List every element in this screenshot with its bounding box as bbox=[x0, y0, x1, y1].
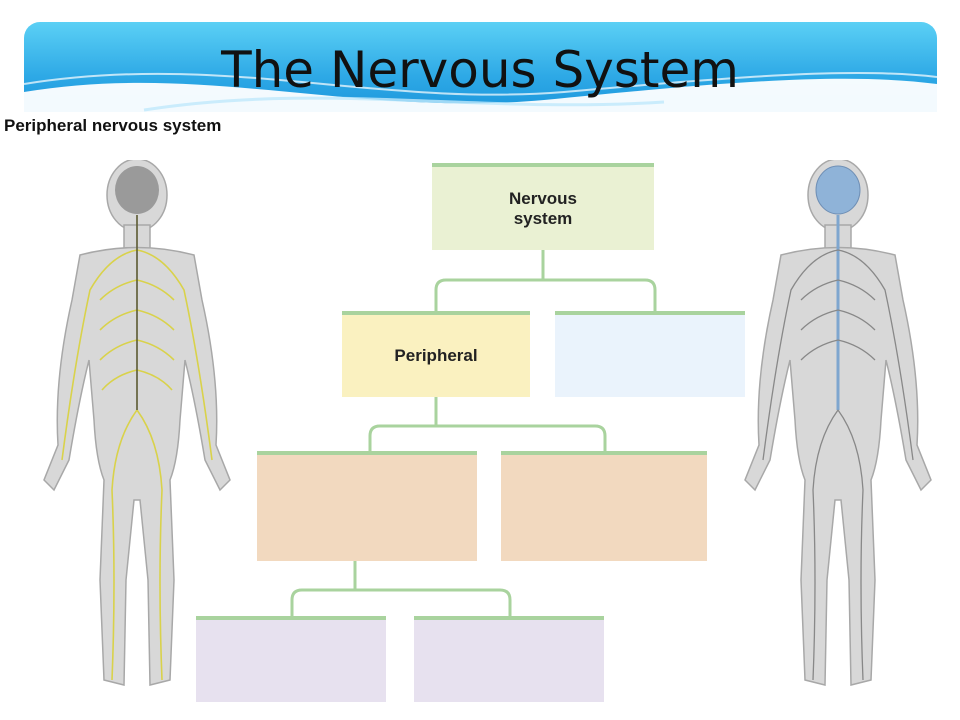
node-level4-left bbox=[196, 616, 386, 702]
node-peripheral: Peripheral bbox=[342, 311, 530, 397]
node-nervous-system-label: Nervous system bbox=[508, 188, 578, 228]
node-nervous-system: Nervous system bbox=[432, 163, 654, 250]
node-level3-left bbox=[257, 451, 477, 561]
node-central bbox=[555, 311, 745, 397]
node-peripheral-label: Peripheral bbox=[394, 346, 478, 365]
banner-wave-decoration bbox=[24, 71, 937, 112]
human-body-central-nervous-icon bbox=[744, 160, 932, 686]
human-body-peripheral-nerves-icon bbox=[43, 160, 231, 686]
node-level3-right bbox=[501, 451, 707, 561]
title-banner bbox=[24, 22, 937, 112]
slide-title: The Nervous System bbox=[221, 41, 739, 99]
node-level4-right bbox=[414, 616, 604, 702]
figure-subtitle: Peripheral nervous system bbox=[4, 116, 222, 135]
connector-line-4 bbox=[368, 424, 607, 451]
connector-line-2 bbox=[434, 278, 657, 311]
connector-line-6 bbox=[290, 588, 512, 616]
